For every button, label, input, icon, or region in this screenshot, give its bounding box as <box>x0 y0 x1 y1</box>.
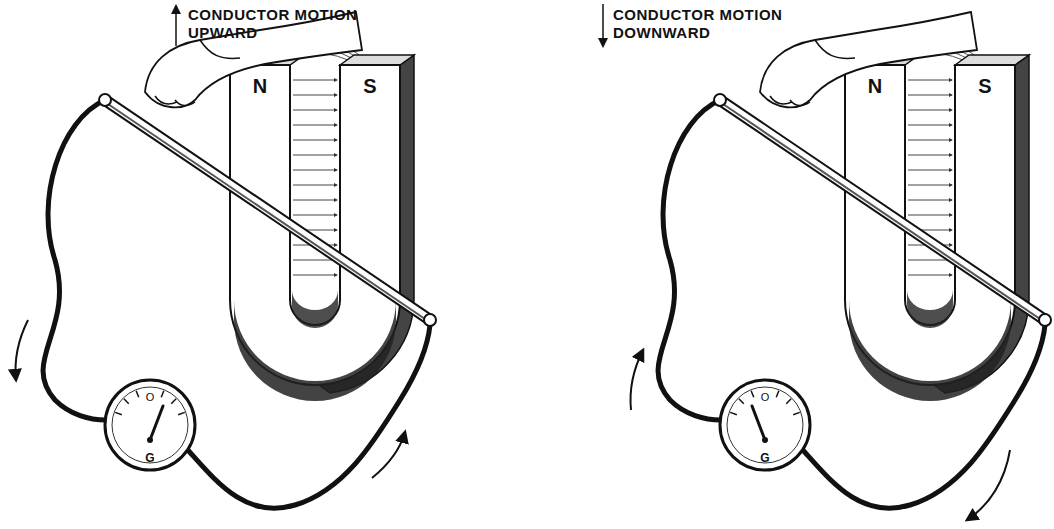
scale-tick <box>171 399 176 404</box>
terminal <box>424 314 436 326</box>
conductor-outline <box>720 100 1045 320</box>
pole-letter: S <box>978 75 991 98</box>
galvanometer <box>720 380 810 470</box>
field-line <box>293 95 337 96</box>
conductor <box>720 100 1045 320</box>
field-line <box>908 170 952 171</box>
terminal <box>1039 314 1051 326</box>
field-line <box>293 155 337 156</box>
galvanometer <box>105 380 195 470</box>
hand <box>760 12 977 107</box>
scale-tick <box>730 412 737 414</box>
field-line <box>908 200 952 201</box>
scale-tick <box>793 412 800 414</box>
finger-line <box>155 40 240 106</box>
scale-tick <box>136 391 139 397</box>
motion-arrow <box>602 4 604 46</box>
zero-mark: O <box>761 391 770 403</box>
conductor-shade <box>723 104 1043 321</box>
needle-pivot <box>762 437 768 443</box>
motion-heading: CONDUCTOR MOTION DOWNWARD <box>613 6 788 42</box>
terminal <box>99 94 111 106</box>
scale-tick <box>776 391 779 397</box>
scale-tick <box>786 399 791 404</box>
field-line <box>293 275 337 276</box>
terminal <box>714 94 726 106</box>
field-line <box>908 215 952 216</box>
wire <box>658 100 721 420</box>
needle <box>752 406 765 440</box>
meter-letter: G <box>760 451 769 465</box>
field-line <box>908 95 952 96</box>
field-line <box>908 275 952 276</box>
pole-letter: S <box>363 75 376 98</box>
current-arrow <box>967 450 1010 520</box>
field-line <box>293 110 337 111</box>
scale-tick <box>751 391 754 397</box>
conductor-outline <box>105 100 430 320</box>
panel <box>631 12 1052 520</box>
field-line <box>293 215 337 216</box>
pole-letter: N <box>868 75 882 98</box>
scale-tick <box>178 412 185 414</box>
needle-pivot <box>147 437 153 443</box>
magnet-shading <box>907 290 953 328</box>
motion-heading: CONDUCTOR MOTION UPWARD <box>188 6 363 42</box>
scale-tick <box>115 412 122 414</box>
field-line <box>908 155 952 156</box>
field-line <box>908 125 952 126</box>
field-line <box>293 125 337 126</box>
current-arrow <box>631 350 644 410</box>
current-arrow <box>16 320 29 380</box>
wire <box>43 100 106 420</box>
field-line <box>293 200 337 201</box>
scale-tick <box>124 399 129 404</box>
motion-arrow <box>175 6 177 46</box>
meter-letter: G <box>145 451 154 465</box>
field-line <box>908 80 952 81</box>
field-line <box>293 170 337 171</box>
field-line <box>908 140 952 141</box>
field-line <box>293 140 337 141</box>
conductor <box>105 100 430 320</box>
field-line <box>908 185 952 186</box>
panel <box>16 12 437 508</box>
zero-mark: O <box>146 391 155 403</box>
field-line <box>908 110 952 111</box>
scale-tick <box>161 391 164 397</box>
horseshoe-magnet <box>230 65 400 385</box>
horseshoe-magnet <box>845 65 1015 385</box>
current-arrow <box>372 432 405 478</box>
field-line <box>293 185 337 186</box>
needle <box>150 406 163 440</box>
conductor-shade <box>108 104 428 321</box>
scale-tick <box>739 399 744 404</box>
finger-line <box>770 40 855 106</box>
pole-letter: N <box>253 75 267 98</box>
field-line <box>293 80 337 81</box>
magnet-shading <box>292 290 338 328</box>
